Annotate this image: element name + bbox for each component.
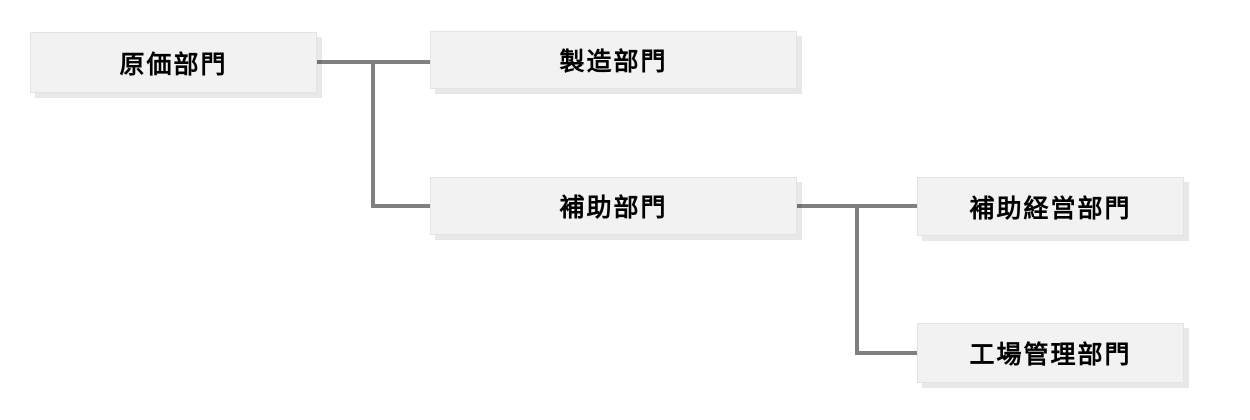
connector-cost-to-auxiliary	[371, 204, 430, 208]
connector-auxiliary-to-factory-management	[855, 351, 917, 355]
node-manufacturing-department: 製造部門	[430, 31, 797, 89]
node-auxiliary-department: 補助部門	[430, 177, 797, 235]
node-factory-management-department: 工場管理部門	[917, 323, 1184, 383]
node-cost-department-label: 原価部門	[119, 50, 228, 79]
connector-auxiliary-vertical	[855, 204, 859, 355]
connector-cost-vertical	[371, 60, 375, 208]
node-auxiliary-management-department: 補助経営部門	[917, 177, 1184, 236]
node-cost-department: 原価部門	[30, 32, 317, 93]
node-factory-management-department-label: 工場管理部門	[969, 341, 1132, 369]
node-auxiliary-department-label: 補助部門	[559, 194, 668, 222]
node-auxiliary-management-department-label: 補助経営部門	[969, 194, 1132, 223]
node-manufacturing-department-label: 製造部門	[559, 48, 668, 76]
